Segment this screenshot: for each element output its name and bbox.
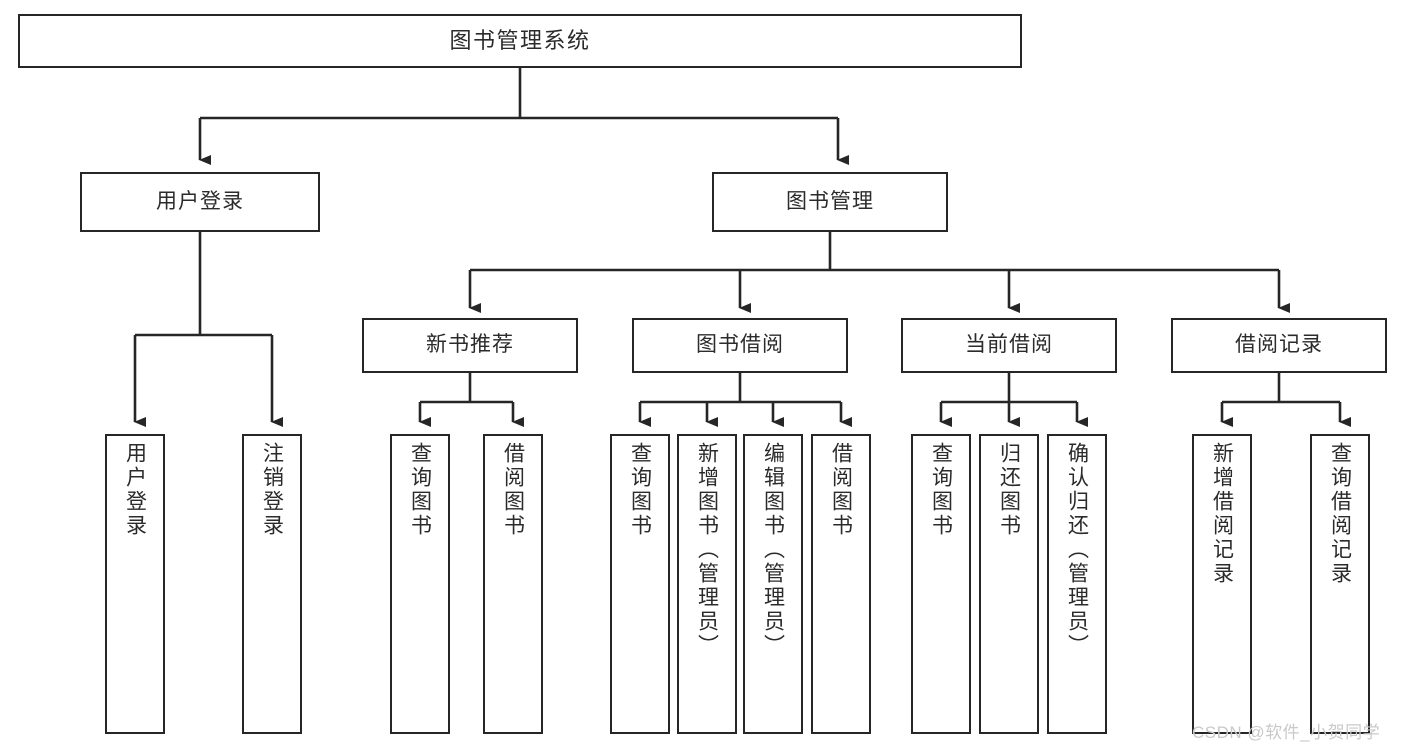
node-label: 查询借阅记录 [1328,442,1352,586]
node-leaf-logout-login[interactable]: 注销登录 [242,434,302,734]
node-label: 图书管理系统 [449,28,591,54]
node-label: 用户登录 [123,442,147,538]
node-label: 用户登录 [156,189,244,213]
node-label: 借阅图书 [501,442,525,538]
node-leaf-borrow-book[interactable]: 借阅图书 [811,434,871,734]
node-label: 新增借阅记录 [1210,442,1234,586]
node-user-login[interactable]: 用户登录 [80,172,320,232]
node-label: 新增图书（管理员） [695,442,719,658]
node-leaf-edit-book[interactable]: 编辑图书（管理员） [743,434,803,734]
node-label: 注销登录 [260,442,284,538]
node-label: 查询图书 [628,442,652,538]
node-new-book-recommend[interactable]: 新书推荐 [362,318,578,373]
node-leaf-return-book[interactable]: 归还图书 [979,434,1039,734]
node-book-borrow[interactable]: 图书借阅 [632,318,848,373]
node-leaf-query-borrow-record[interactable]: 查询借阅记录 [1310,434,1370,734]
node-label: 借阅图书 [829,442,853,538]
node-label: 确认归还（管理员） [1065,442,1089,658]
node-label: 查询图书 [408,442,432,538]
node-label: 新书推荐 [426,333,514,357]
node-label: 当前借阅 [965,333,1053,357]
node-label: 查询图书 [929,442,953,538]
node-current-borrow[interactable]: 当前借阅 [901,318,1117,373]
node-leaf-add-borrow-record[interactable]: 新增借阅记录 [1192,434,1252,734]
node-leaf-query-book-current[interactable]: 查询图书 [911,434,971,734]
node-label: 编辑图书（管理员） [761,442,785,658]
node-root-book-management-system[interactable]: 图书管理系统 [18,14,1022,68]
node-leaf-user-login[interactable]: 用户登录 [105,434,165,734]
csdn-watermark: CSDN @软件_小贺同学 [1192,723,1381,742]
node-book-management[interactable]: 图书管理 [712,172,948,232]
node-leaf-borrow-book-recommend[interactable]: 借阅图书 [483,434,543,734]
node-label: 图书管理 [786,189,874,213]
node-borrow-record[interactable]: 借阅记录 [1171,318,1387,373]
node-leaf-add-book[interactable]: 新增图书（管理员） [677,434,737,734]
node-label: 归还图书 [997,442,1021,538]
node-leaf-confirm-return[interactable]: 确认归还（管理员） [1047,434,1107,734]
node-label: 图书借阅 [696,333,784,357]
node-leaf-query-book-recommend[interactable]: 查询图书 [390,434,450,734]
node-leaf-query-book-borrow[interactable]: 查询图书 [610,434,670,734]
node-label: 借阅记录 [1235,333,1323,357]
